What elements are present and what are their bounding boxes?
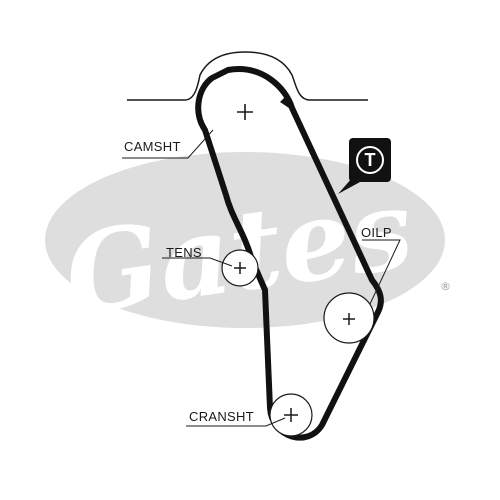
badge-circle [356, 146, 384, 174]
oil-pump-label: OILP [361, 225, 392, 240]
crankshaft-label: CRANSHT [189, 409, 254, 424]
tensioner-pulley [221, 249, 259, 287]
oil-pump-leader [362, 239, 401, 305]
plus-icon [234, 262, 246, 274]
crankshaft-pulley [269, 393, 313, 437]
plus-icon [237, 104, 253, 120]
tensioner-leader [162, 257, 233, 267]
timing-mark-badge: T [338, 138, 391, 194]
camshaft-leader [122, 129, 214, 159]
engine-outline [127, 51, 368, 101]
oil-pump-pulley [323, 292, 375, 344]
plus-icon [284, 408, 298, 422]
camshaft-label: CAMSHT [124, 139, 181, 154]
badge-letter: T [365, 150, 376, 170]
badge-box [349, 138, 391, 182]
registered-mark: ® [440, 280, 451, 293]
crankshaft-leader [186, 417, 286, 427]
plus-icon [343, 313, 355, 325]
rotation-arrow-icon [280, 96, 292, 110]
timing-belt [195, 66, 384, 441]
camshaft-pulley [237, 96, 292, 120]
tensioner-label: TENS [166, 245, 202, 260]
